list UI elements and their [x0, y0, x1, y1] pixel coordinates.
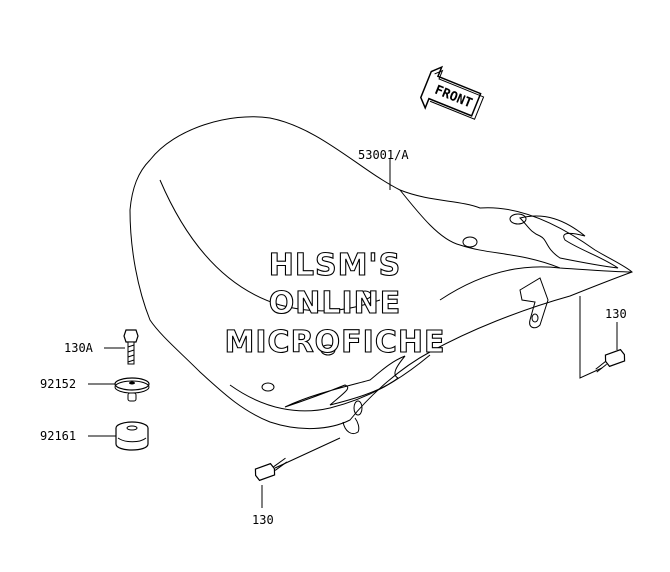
- seat-hole: [353, 400, 363, 416]
- rubber-damper-icon: [115, 421, 149, 451]
- seat-hole: [509, 213, 527, 225]
- watermark-line-3: MICROFICHE: [225, 325, 446, 360]
- watermark-line-1: HLSM'S: [269, 248, 401, 283]
- seat-trim-lower: [229, 354, 431, 412]
- seat-mount-tab: [342, 417, 360, 435]
- seat-cushion: [129, 116, 633, 429]
- seat-center-line: [159, 179, 381, 312]
- watermark-line-2: ONLINE: [269, 286, 402, 321]
- bolt-130a-icon: [123, 329, 139, 365]
- seat-hole: [358, 290, 372, 300]
- bolt-icon: [254, 457, 288, 482]
- part-label-washer: 92152: [40, 377, 76, 391]
- seat-trim-rear: [439, 266, 633, 301]
- leader-bolt-right: [579, 296, 603, 379]
- seat-hole: [320, 344, 336, 356]
- bolt-icon: [595, 348, 626, 373]
- seat-hole: [261, 382, 275, 392]
- part-label-130a: 130A: [64, 341, 94, 355]
- front-arrow: FRONT: [419, 65, 485, 120]
- part-label-bolt-right: 130: [605, 307, 627, 321]
- seat-side-edge: [399, 189, 561, 269]
- flame-graphic-front: [284, 355, 406, 408]
- flame-graphic-rear: [519, 215, 619, 269]
- seat-assembly: [129, 116, 633, 435]
- part-label-seat: 53001/A: [358, 148, 409, 162]
- washer-icon: [114, 377, 150, 402]
- seat-rear-bracket: [519, 277, 549, 329]
- bracket-hole: [531, 313, 539, 323]
- part-label-damper: 92161: [40, 429, 76, 443]
- part-label-bolt-bottom: 130: [252, 513, 274, 527]
- seat-hole: [462, 236, 478, 248]
